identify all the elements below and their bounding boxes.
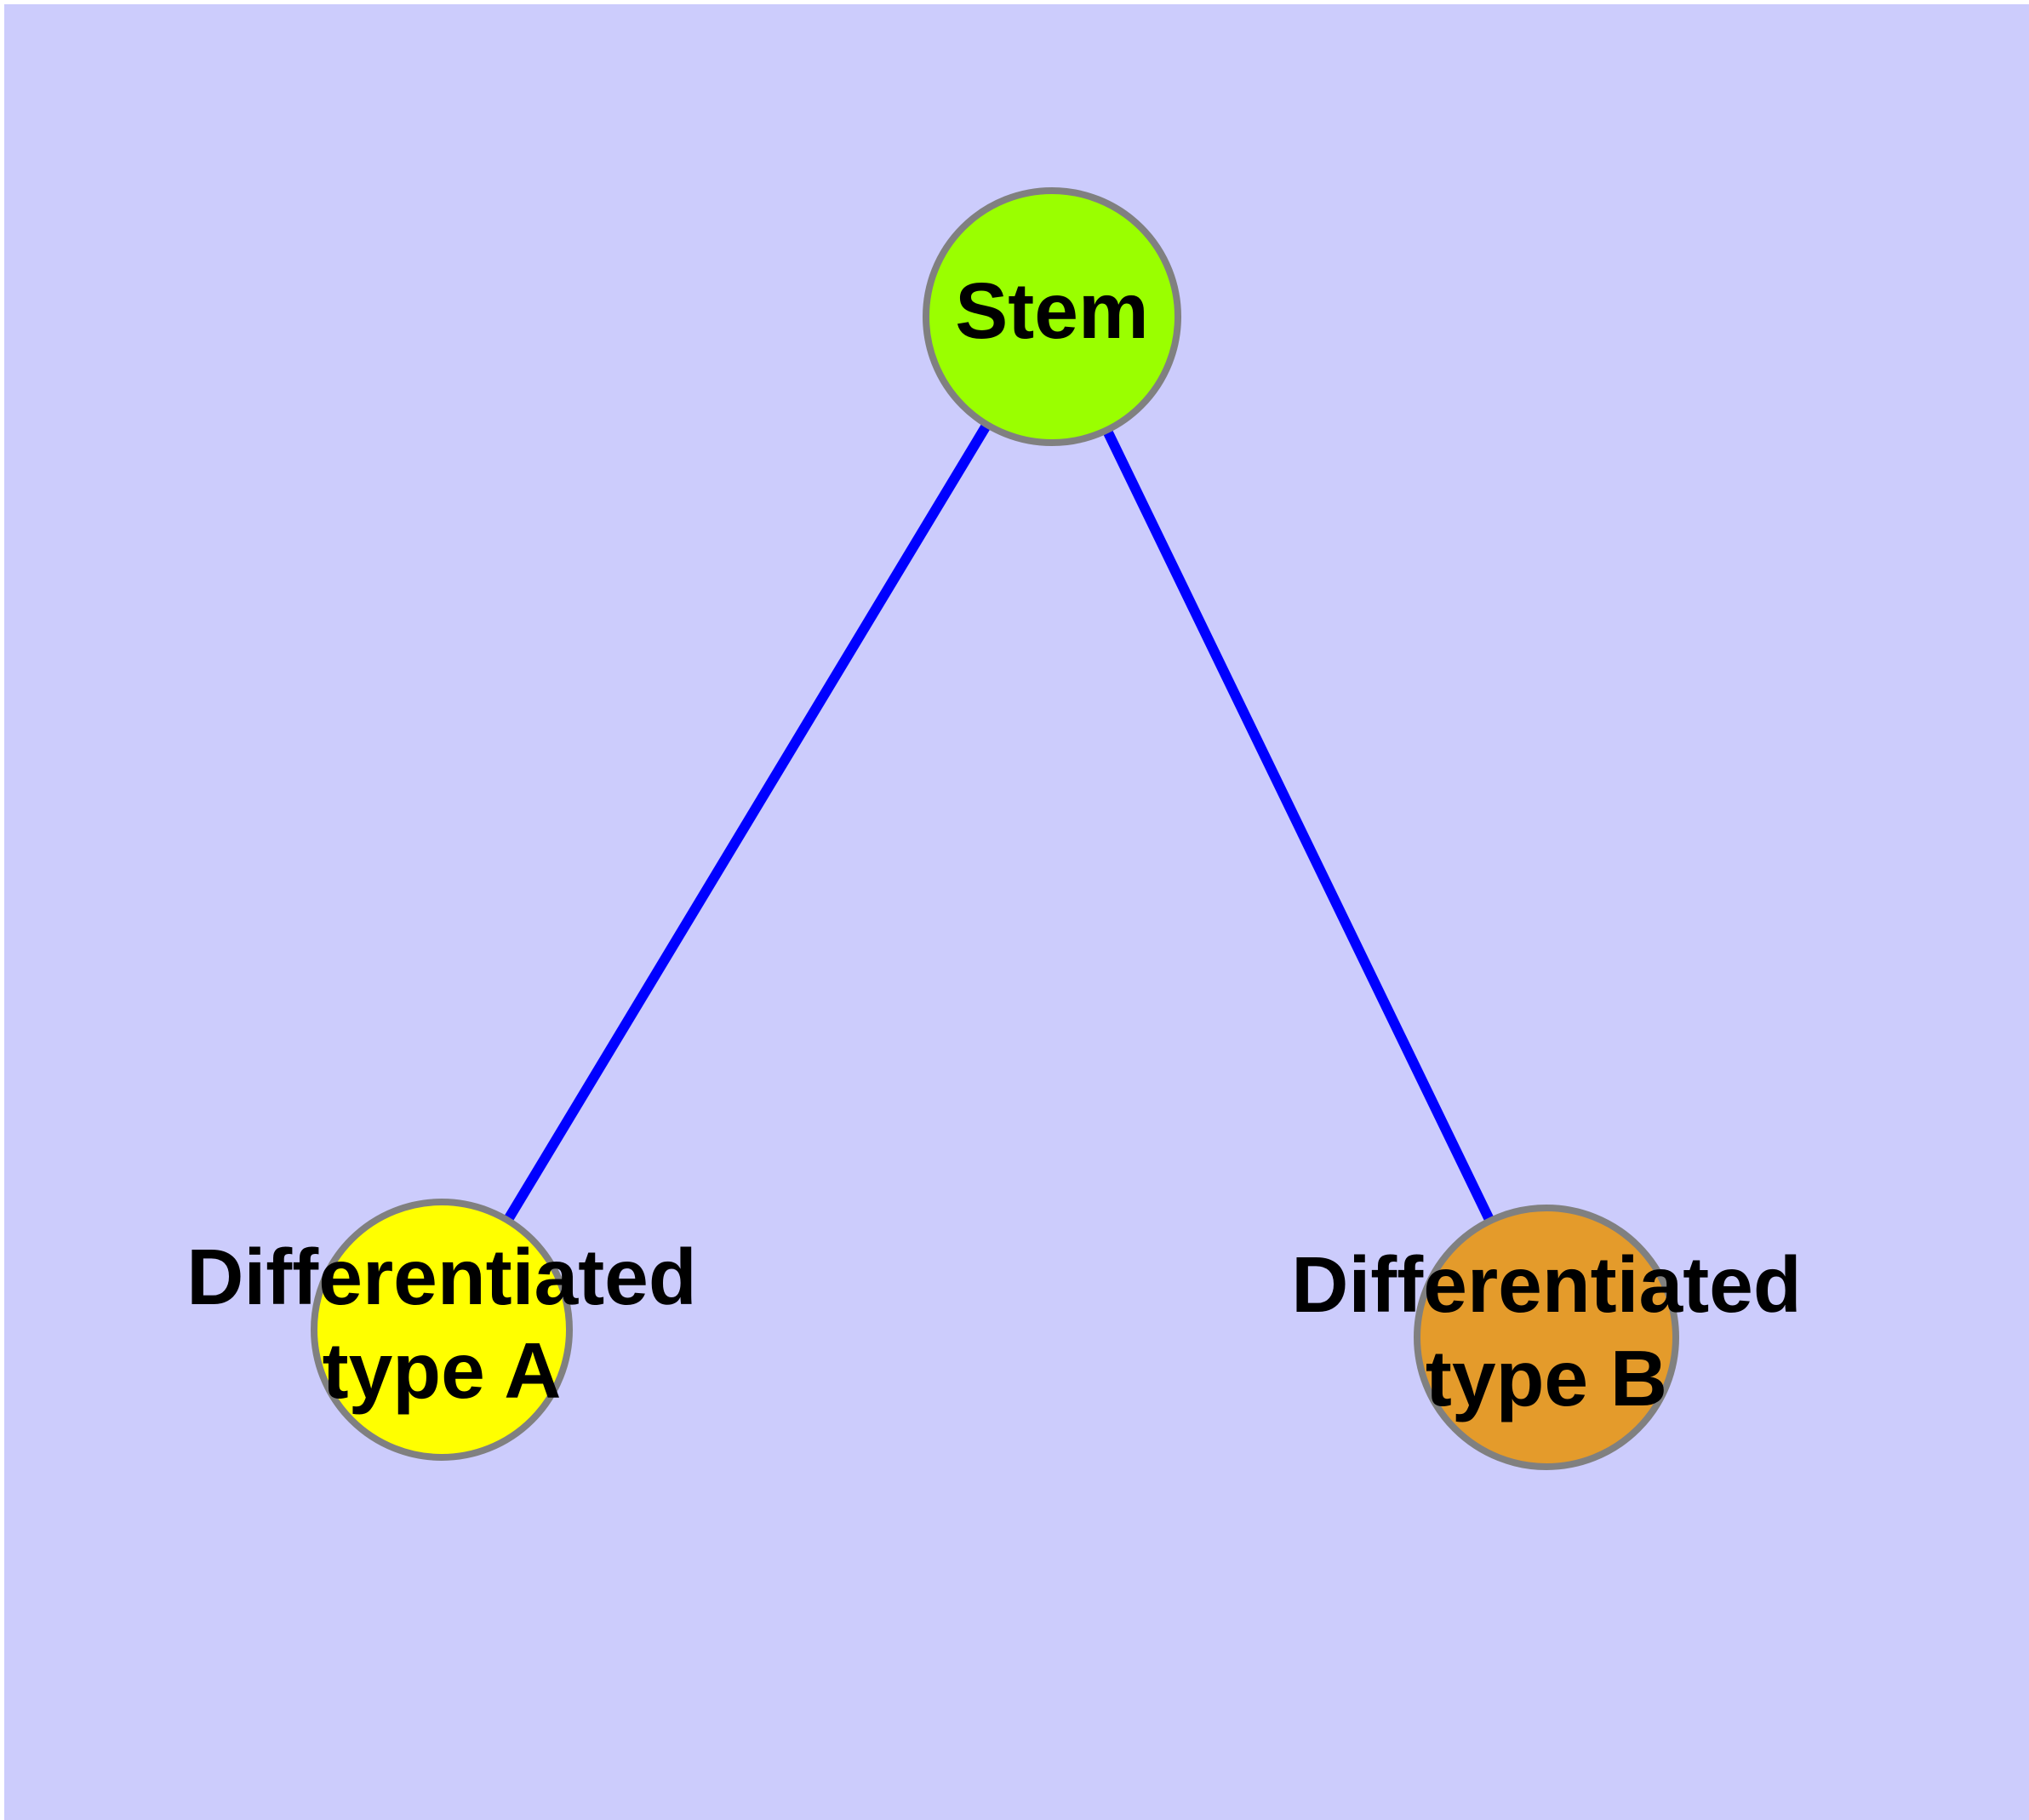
node-circle-differentiated-type-a[interactable] bbox=[311, 1199, 573, 1461]
node-circle-stem[interactable] bbox=[923, 187, 1181, 446]
node-label-line: type A bbox=[323, 1325, 562, 1414]
node-label-stem: Stem bbox=[955, 266, 1148, 355]
node-layer bbox=[311, 187, 1679, 1470]
node-differentiated-type-a[interactable] bbox=[311, 1199, 573, 1461]
node-stem[interactable] bbox=[923, 187, 1181, 446]
node-label-line: Stem bbox=[955, 266, 1148, 355]
node-label-line: Differentiated bbox=[1291, 1240, 1801, 1329]
edge-stem-to-differentiated-type-a[interactable] bbox=[437, 313, 1057, 1333]
node-differentiated-type-b[interactable] bbox=[1414, 1205, 1679, 1470]
edge-layer bbox=[437, 313, 1552, 1340]
node-label-line: type B bbox=[1426, 1333, 1667, 1422]
edge-stem-to-differentiated-type-b[interactable] bbox=[1047, 314, 1552, 1340]
node-circle-differentiated-type-b[interactable] bbox=[1414, 1205, 1679, 1470]
node-label-line: Differentiated bbox=[186, 1233, 696, 1321]
